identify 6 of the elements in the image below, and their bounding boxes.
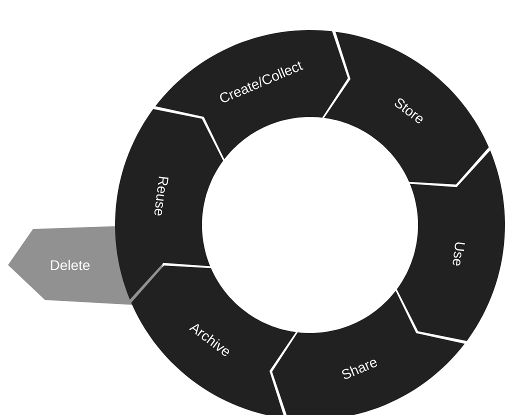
chevron-segment: Share xyxy=(272,290,465,415)
node-label: Use xyxy=(452,242,465,266)
node-label: Share xyxy=(342,360,378,379)
chevron-segment: Use xyxy=(396,150,505,341)
chevron-segment: Reuse xyxy=(115,109,224,300)
node-label: Reuse xyxy=(154,176,168,216)
